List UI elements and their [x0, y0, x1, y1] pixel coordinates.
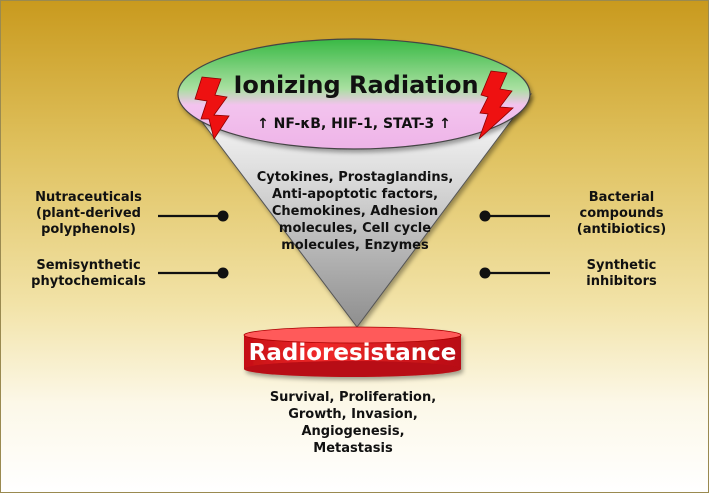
inhibitor-line-icon: [158, 267, 229, 279]
inhibitor-line-icon: [479, 267, 550, 279]
synthetic-inhibitors-label: Synthetic inhibitors: [586, 258, 657, 289]
bacterial-compounds-label: Bacterial compounds (antibiotics): [576, 190, 667, 237]
inhibitor-line-icon: [479, 210, 550, 222]
transcription-factors-label: ↑ NF-κB, HIF-1, STAT-3 ↑: [257, 116, 451, 132]
ionizing-radiation-ellipse: [177, 38, 531, 150]
semisynthetic-phytochemicals-label: Semisynthetic phytochemicals: [31, 258, 146, 289]
inhibitor-line-icon: [158, 210, 229, 222]
radioresistance-cylinder: [243, 326, 462, 377]
lightning-bolt-icon: [478, 70, 514, 140]
nutraceuticals-label: Nutraceuticals (plant-derived polyphenol…: [35, 190, 142, 237]
radioresistance-label: Radioresistance: [248, 340, 457, 366]
ionizing-radiation-title: Ionizing Radiation: [233, 71, 479, 99]
lightning-bolt-icon: [194, 76, 230, 140]
mediators-list: Cytokines, Prostaglandins, Anti-apoptoti…: [256, 170, 454, 253]
outcomes-list: Survival, Proliferation, Growth, Invasio…: [269, 390, 437, 456]
